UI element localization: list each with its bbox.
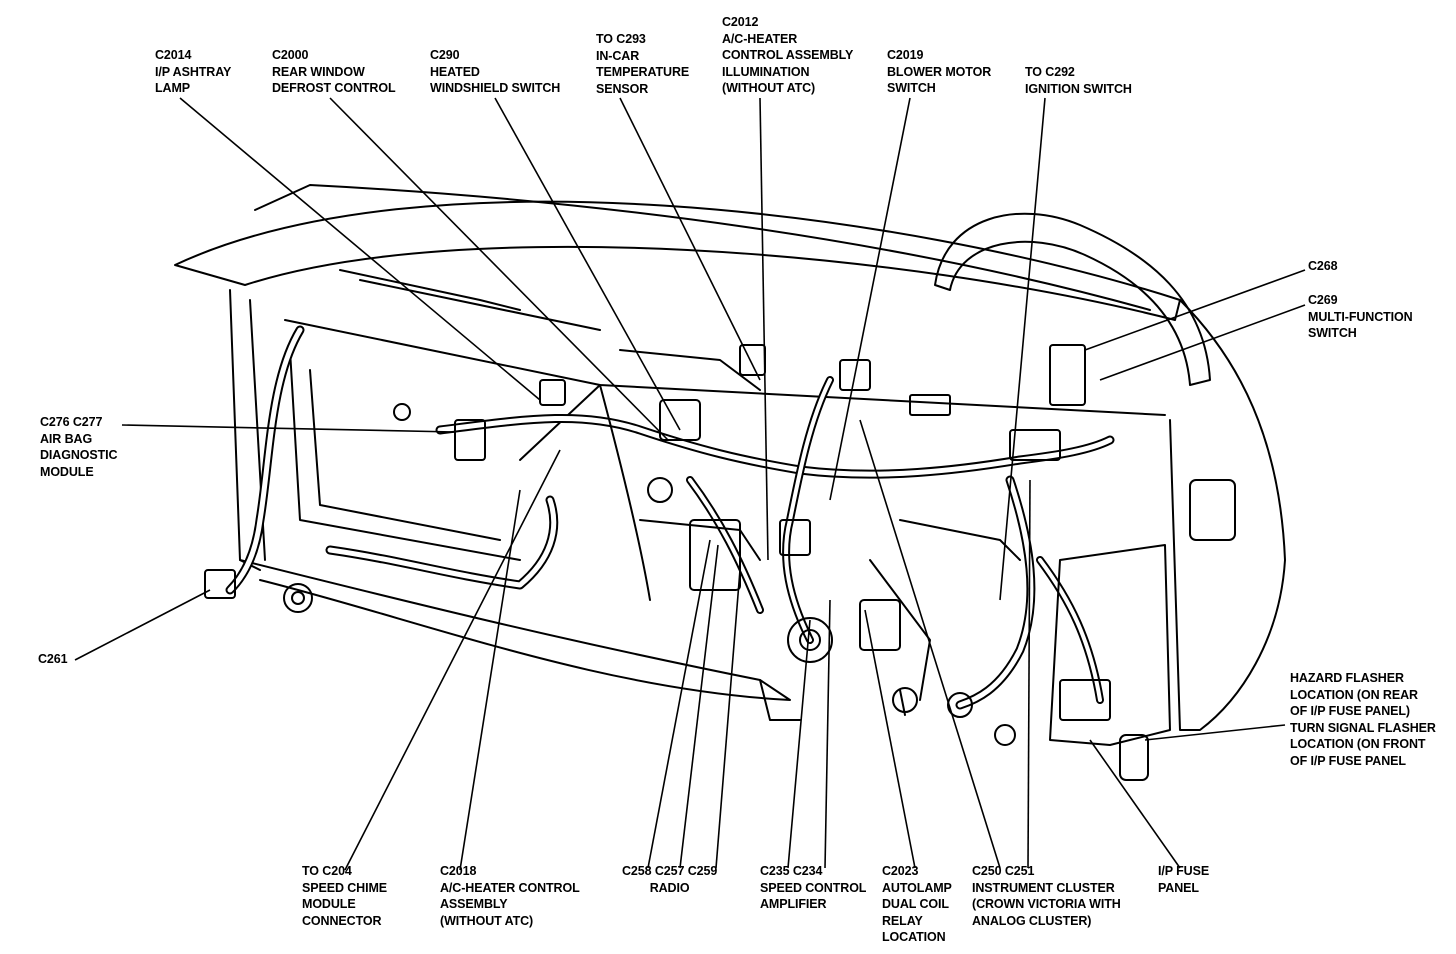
label-c261: C261 [38, 652, 68, 666]
fuse-panel [1049, 544, 1171, 746]
steering-wheel [934, 212, 1211, 386]
label-c268: C268 [1308, 259, 1338, 273]
leader-lines [74, 97, 1306, 871]
lower-edge [239, 559, 791, 701]
right-end-panel [1169, 299, 1286, 731]
